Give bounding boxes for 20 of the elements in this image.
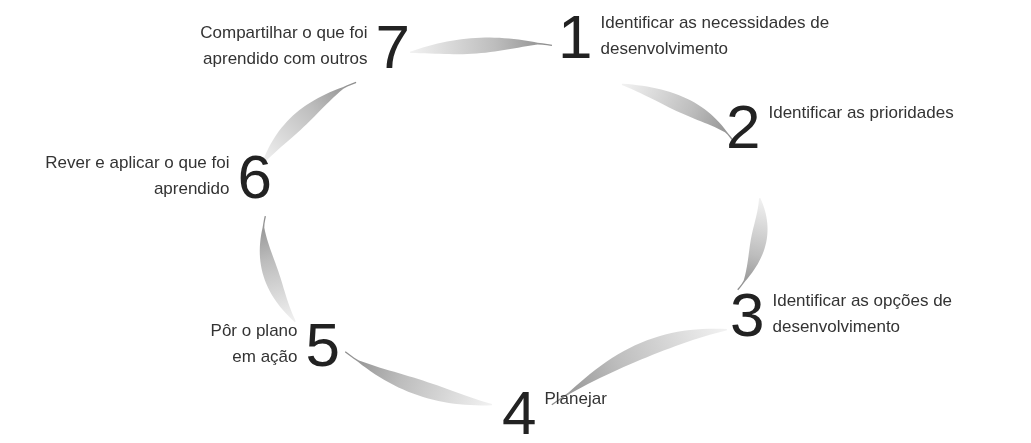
step-number: 1	[558, 8, 593, 67]
step-label: Identificar as prioridades	[768, 102, 954, 124]
step-number: 4	[502, 384, 537, 443]
step-label: Identificar as necessidades de desenvolvimento	[600, 12, 831, 61]
step-label: Identificar as opções de desenvolvimento	[772, 290, 954, 339]
step-number: 2	[726, 98, 761, 157]
step-label: Planejar	[544, 388, 607, 410]
step-number: 3	[730, 286, 765, 345]
curved-arrow	[409, 37, 553, 55]
curved-arrow	[551, 328, 728, 406]
curved-arrow	[344, 351, 493, 406]
curved-arrow	[259, 215, 296, 323]
step-number: 7	[375, 18, 410, 77]
step-label: Rever e aplicar o que foi aprendido	[44, 152, 230, 201]
curved-arrow	[621, 83, 734, 141]
step-label: Compartilhar o que foi aprendido com outros	[199, 22, 368, 71]
curved-arrow	[737, 197, 768, 291]
step-label: Pôr o plano em ação	[209, 320, 298, 369]
step-number: 6	[237, 148, 272, 207]
step-number: 5	[305, 316, 340, 375]
